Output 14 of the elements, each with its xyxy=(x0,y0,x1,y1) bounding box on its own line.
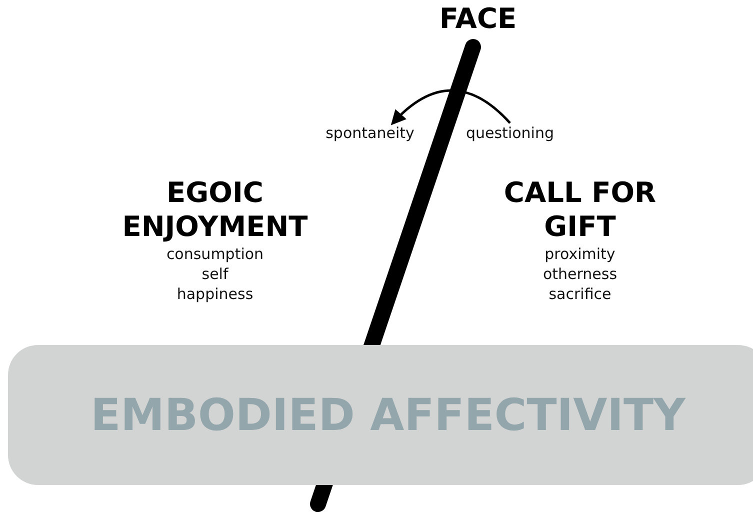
list-item: consumption xyxy=(165,244,265,264)
list-item: otherness xyxy=(542,264,618,284)
curved-arrow xyxy=(390,89,511,126)
list-item: happiness xyxy=(176,284,254,304)
heading-text: EGOIC ENJOYMENT xyxy=(121,176,309,244)
heading-text: FACE xyxy=(418,2,538,36)
band-title: EMBODIED AFFECTIVITY xyxy=(90,390,686,440)
list-item: self xyxy=(200,264,230,284)
list-item: proximity xyxy=(544,244,616,264)
list-item: sacrifice xyxy=(548,284,612,304)
band-background xyxy=(8,345,753,485)
term-label: spontaneity xyxy=(318,124,422,142)
heading-text: CALL FOR GIFT xyxy=(502,176,658,244)
term-label: questioning xyxy=(458,124,562,142)
